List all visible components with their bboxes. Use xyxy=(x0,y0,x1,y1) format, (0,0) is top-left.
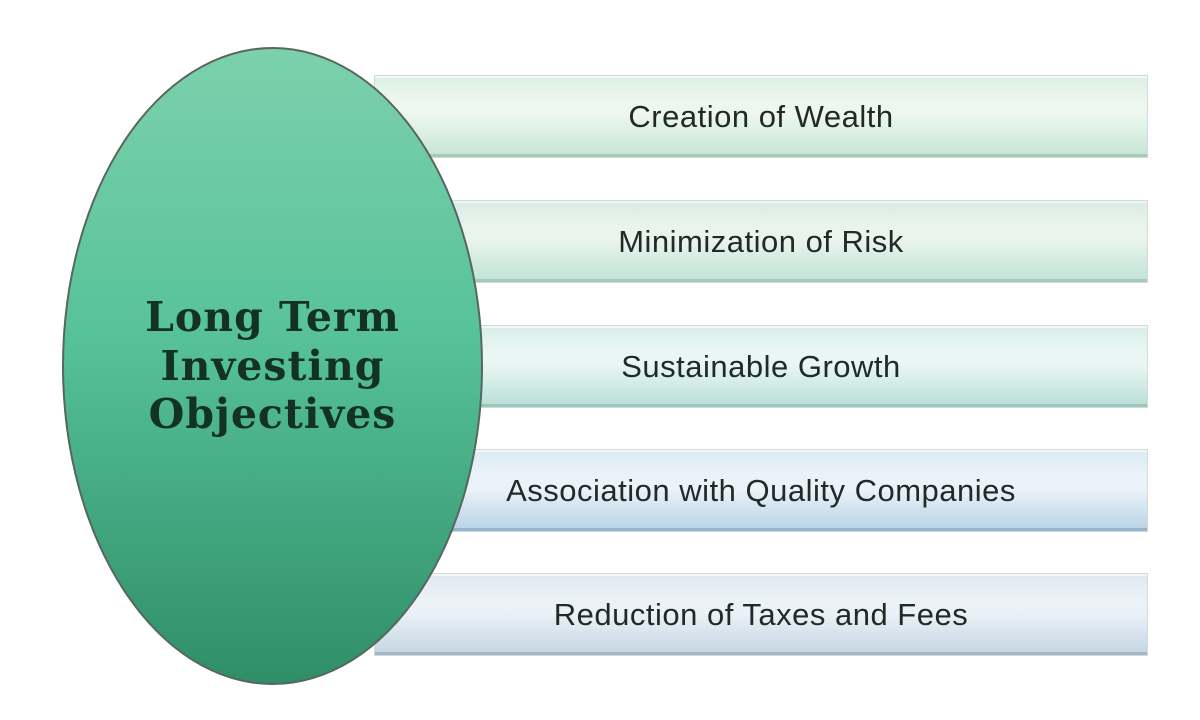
hub-title-line: Long Term xyxy=(145,293,400,342)
objective-bar-reduction-taxes-fees: Reduction of Taxes and Fees xyxy=(374,573,1148,656)
objective-bar-sustainable-growth: Sustainable Growth xyxy=(374,325,1148,408)
objective-label: Minimization of Risk xyxy=(618,223,904,259)
hub-title-line: Objectives xyxy=(148,390,397,439)
objective-bar-association-quality-companies: Association with Quality Companies xyxy=(374,449,1148,532)
objective-label: Creation of Wealth xyxy=(628,98,894,134)
hub-title-line: Investing xyxy=(160,341,385,390)
hub-ellipse: Long Term Investing Objectives xyxy=(62,47,483,685)
objective-bar-minimization-of-risk: Minimization of Risk xyxy=(374,200,1148,283)
objective-bar-creation-of-wealth: Creation of Wealth xyxy=(374,75,1148,158)
objective-label: Reduction of Taxes and Fees xyxy=(553,596,969,632)
objective-label: Association with Quality Companies xyxy=(506,472,1016,508)
objective-label: Sustainable Growth xyxy=(621,348,901,384)
hub-title: Long Term Investing Objectives xyxy=(145,293,400,438)
